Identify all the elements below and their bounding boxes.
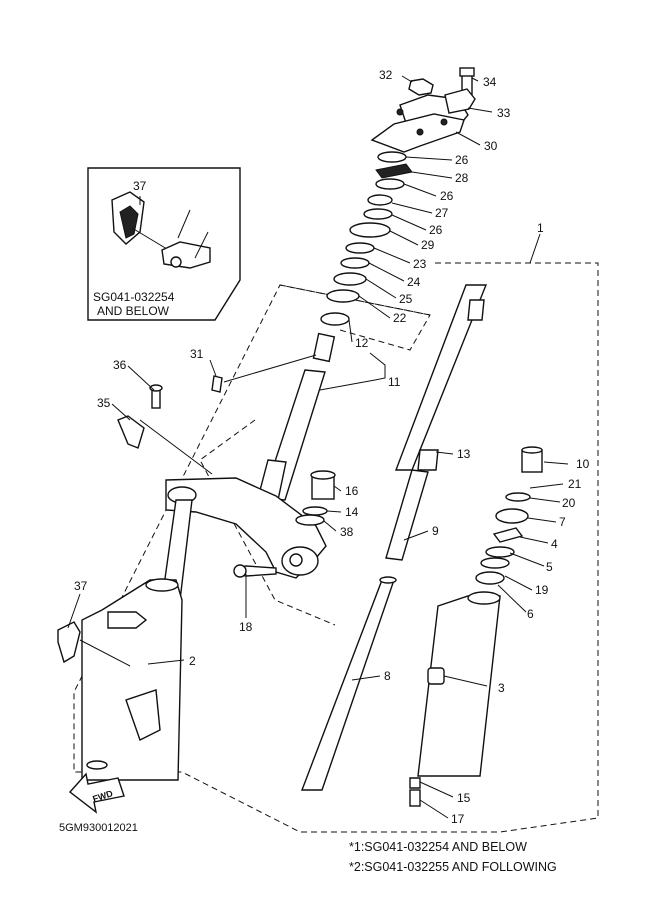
callout-9: 9 xyxy=(432,524,439,538)
callout-26-3: 26 xyxy=(429,223,443,237)
callout-5: 5 xyxy=(546,560,553,574)
callout-4: 4 xyxy=(551,537,558,551)
callout-30: 30 xyxy=(484,139,498,153)
callout-6: 6 xyxy=(527,607,534,621)
callout-35: 35 xyxy=(97,396,111,410)
inset-label-line2: AND BELOW xyxy=(97,304,170,318)
callout-17: 17 xyxy=(451,812,465,826)
callout-36: 36 xyxy=(113,358,127,372)
callout-7: 7 xyxy=(559,515,566,529)
callout-27: 27 xyxy=(435,206,449,220)
callout-10: 10 xyxy=(576,457,590,471)
footnote-1: *1:SG041-032254 AND BELOW xyxy=(349,840,527,854)
callout-33: 33 xyxy=(497,106,511,120)
under-bracket xyxy=(165,477,327,579)
callout-3: 3 xyxy=(498,681,505,695)
callout-24: 24 xyxy=(407,275,421,289)
inset-variant-box: 37 SG041-032254 AND BELOW xyxy=(87,167,241,321)
callout-16: 16 xyxy=(345,484,359,498)
callout-31: 31 xyxy=(190,347,204,361)
callout-1: 1 xyxy=(537,221,544,235)
assembly-outline-11 xyxy=(279,284,431,351)
inset-label-line1: SG041-032254 xyxy=(93,290,175,304)
callout-14: 14 xyxy=(345,505,359,519)
callout-32: 32 xyxy=(379,68,393,82)
callout-20: 20 xyxy=(562,496,576,510)
callout-29: 29 xyxy=(421,238,435,252)
callout-2: 2 xyxy=(189,654,196,668)
callout-11: 11 xyxy=(388,375,401,389)
callout-19: 19 xyxy=(535,583,549,597)
assembly-outline-steering xyxy=(199,419,336,626)
callout-37: 37 xyxy=(74,579,88,593)
callout-numbers: 32 34 33 30 26 28 26 27 26 29 1 23 24 25… xyxy=(74,68,590,826)
steering-stem xyxy=(211,332,336,501)
inner-tubes xyxy=(300,284,488,791)
callout-15: 15 xyxy=(457,791,471,805)
callout-26-1: 26 xyxy=(455,153,469,167)
callout-28: 28 xyxy=(455,171,469,185)
diagram-code: 5GM930012021 xyxy=(59,822,138,834)
callout-22: 22 xyxy=(393,311,407,325)
callout-23: 23 xyxy=(413,257,427,271)
callout-37-inset: 37 xyxy=(133,179,147,193)
leader-lines xyxy=(67,75,569,819)
callout-25: 25 xyxy=(399,292,413,306)
callout-13: 13 xyxy=(457,447,471,461)
callout-12: 12 xyxy=(355,336,369,350)
callout-38: 38 xyxy=(340,525,354,539)
footnote-2: *2:SG041-032255 AND FOLLOWING xyxy=(349,860,557,874)
left-fork-leg xyxy=(81,499,193,781)
callout-18: 18 xyxy=(239,620,253,634)
callout-8: 8 xyxy=(384,669,391,683)
callout-21: 21 xyxy=(568,477,582,491)
callout-26-2: 26 xyxy=(440,189,454,203)
fork-cap-parts xyxy=(295,470,336,526)
callout-34: 34 xyxy=(483,75,497,89)
right-fork-leg xyxy=(409,446,543,807)
handlebar-holder-assembly xyxy=(370,67,476,153)
